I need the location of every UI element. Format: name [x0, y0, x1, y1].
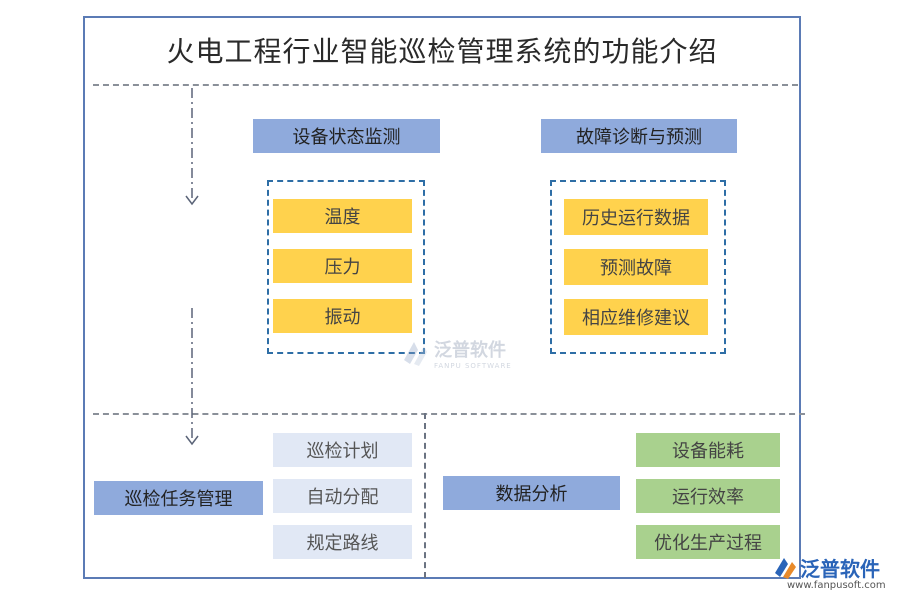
task-item-route: 规定路线: [273, 525, 412, 559]
task-item-plan: 巡检计划: [273, 433, 412, 467]
diagnosis-item-predict: 预测故障: [564, 249, 708, 285]
analysis-item-energy: 设备能耗: [636, 433, 780, 467]
diagnosis-item-repair: 相应维修建议: [564, 299, 708, 335]
corner-logo: 泛普软件: [772, 553, 880, 582]
analysis-header: 数据分析: [443, 476, 620, 510]
flow-arrow-upper: [185, 88, 199, 206]
monitoring-group: [267, 180, 425, 354]
watermark-name: 泛普软件: [434, 340, 506, 361]
logo-name: 泛普软件: [800, 557, 880, 581]
watermark-sub: FANPU SOFTWARE: [434, 362, 512, 370]
diagnosis-group: [550, 180, 726, 354]
diagram-title: 火电工程行业智能巡检管理系统的功能介绍: [166, 35, 718, 68]
monitoring-item-pressure: 压力: [273, 249, 412, 283]
flow-arrow-lower: [185, 308, 199, 446]
fanpu-logo-icon: [775, 557, 796, 579]
bottom-vertical-divider: [424, 413, 426, 578]
analysis-item-optimize: 优化生产过程: [636, 525, 780, 559]
middle-divider: [93, 413, 805, 415]
fanpu-watermark-icon: [404, 342, 427, 366]
logo-url[interactable]: www.fanpusoft.com: [787, 580, 886, 591]
watermark: 泛普软件 FANPU SOFTWARE: [400, 336, 512, 370]
task-header: 巡检任务管理: [94, 481, 263, 515]
monitoring-item-temperature: 温度: [273, 199, 412, 233]
diagnosis-item-history: 历史运行数据: [564, 199, 708, 235]
diagnosis-header: 故障诊断与预测: [541, 119, 737, 153]
diagram-frame: [83, 16, 801, 579]
monitoring-item-vibration: 振动: [273, 299, 412, 333]
monitoring-header: 设备状态监测: [253, 119, 440, 153]
analysis-item-efficiency: 运行效率: [636, 479, 780, 513]
task-item-assign: 自动分配: [273, 479, 412, 513]
top-divider: [93, 84, 798, 86]
